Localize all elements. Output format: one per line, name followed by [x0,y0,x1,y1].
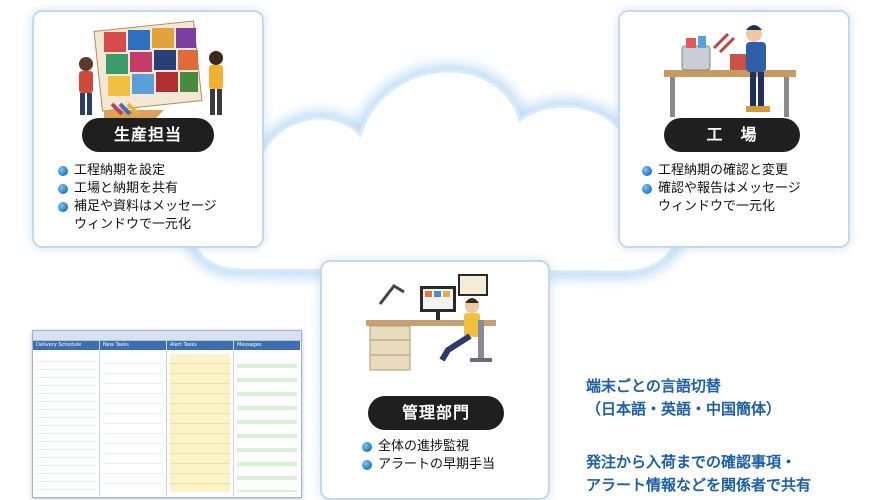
language-note-line: 端末ごとの言語切替 [586,377,721,395]
fabric-designers-illustration [79,20,223,120]
production-card: 生産担当 工程納期を設定 工場と納期を共有 補足や資料はメッセージ ウィンドウで… [32,10,264,248]
production-title: 生産担当 [82,118,214,152]
screenshot-column: New Tasks [100,341,167,496]
bullet-icon [642,184,652,194]
list-item: 全体の進捗監視 [362,438,495,456]
factory-worker-illustration [664,25,796,117]
screenshot-column-header: New Tasks [100,341,166,350]
sharing-note-line: 発注から入荷までの確認事項・ [586,453,797,471]
factory-bullet-list: 工程納期の確認と変更 確認や報告はメッセージ ウィンドウで一元化 [642,162,801,216]
list-item-continuation: ウィンドウで一元化 [658,199,776,214]
management-bullet-list: 全体の進捗監視 アラートの早期手当 [362,438,495,474]
factory-title: 工 場 [664,118,800,152]
screenshot-column-header: Delivery Schedule [33,341,99,350]
production-bullet-list: 工程納期を設定 工場と納期を共有 補足や資料はメッセージ ウィンドウで一元化 [58,162,217,234]
sharing-note-line: アラート情報などを関係者で共有 [586,476,812,494]
list-item: 補足や資料はメッセージ [58,198,217,216]
list-item: 工程納期の確認と変更 [642,162,801,180]
bullet-icon [58,166,68,176]
office-worker-illustration [366,274,496,371]
list-item: 工場と納期を共有 [58,180,217,198]
sharing-note: 発注から入荷までの確認事項・ アラート情報などを関係者で共有 [586,451,811,497]
bullet-icon [362,460,372,470]
bullet-icon [362,442,372,452]
screenshot-header-bar [33,331,301,341]
screenshot-column: Alert Tasks [167,341,234,496]
list-item: 確認や報告はメッセージ [642,180,801,198]
screenshot-column-header: Messages [234,341,300,350]
bullet-icon [58,184,68,194]
screenshot-column-header: Alert Tasks [167,341,233,350]
factory-card: 工 場 工程納期の確認と変更 確認や報告はメッセージ ウィンドウで一元化 [618,10,850,248]
list-item: 工程納期を設定 [58,162,217,180]
bullet-icon [642,166,652,176]
language-note: 端末ごとの言語切替 （日本語・英語・中国簡体） [586,375,781,421]
management-title: 管理部門 [368,396,504,430]
list-item-continuation: ウィンドウで一元化 [74,217,192,232]
language-note-line: （日本語・英語・中国簡体） [586,400,782,418]
screenshot-column: Delivery Schedule [33,341,100,496]
screenshot-column: Messages [234,341,300,496]
app-screenshot-panel: Delivery Schedule New Tasks Alert Tasks … [32,330,302,498]
management-card: 管理部門 全体の進捗監視 アラートの早期手当 [320,260,550,500]
list-item: アラートの早期手当 [362,456,495,474]
bullet-icon [58,202,68,212]
